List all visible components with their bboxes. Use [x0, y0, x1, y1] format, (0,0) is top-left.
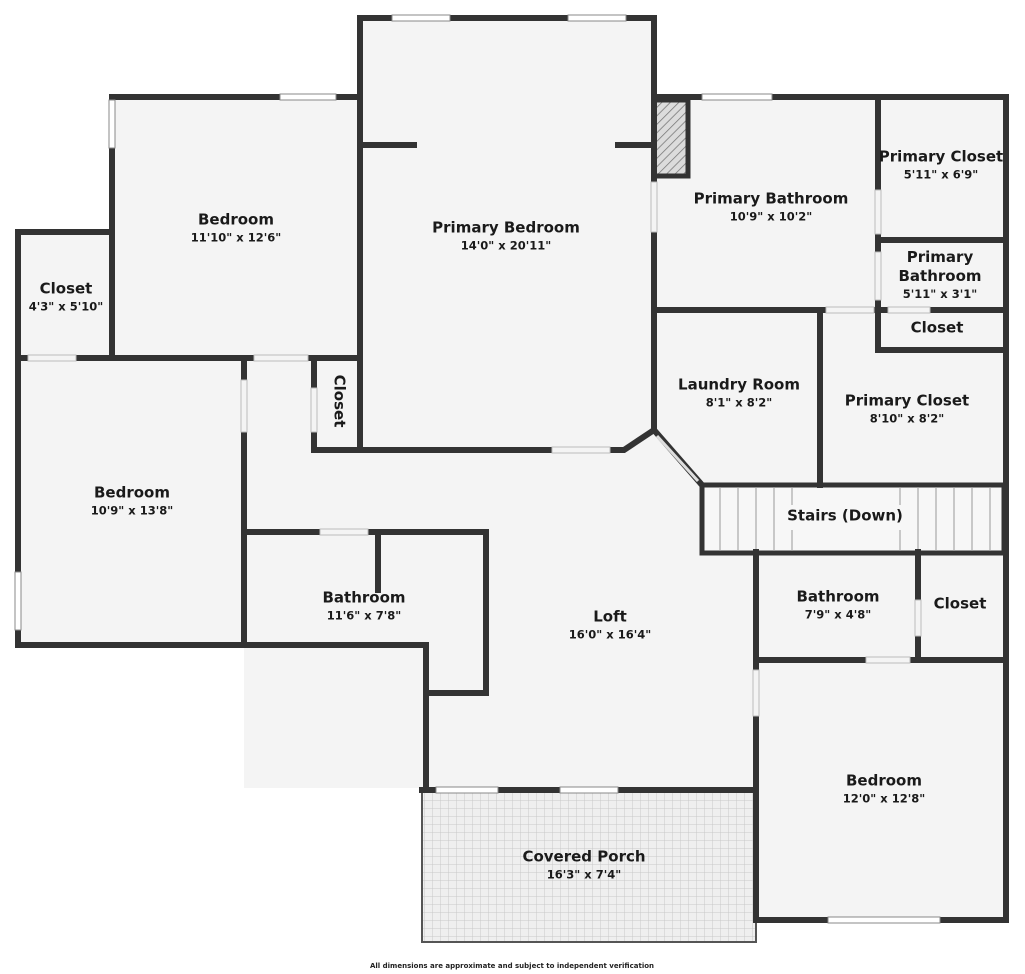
room-dimensions: 4'3" x 5'10": [28, 299, 104, 314]
room-dimensions: 10'9" x 13'8": [90, 503, 174, 518]
room-name: Bathroom: [322, 588, 406, 607]
porch-floor: [421, 789, 757, 943]
room-primary-bathroom-small: Primary Bathroom 5'11" x 3'1": [898, 248, 981, 302]
room-name: Bedroom: [846, 771, 922, 790]
room-dimensions: 11'6" x 7'8": [326, 608, 402, 623]
room-name: Loft: [593, 607, 627, 626]
room-name: Primary Bathroom: [693, 189, 849, 208]
room-name: Closet: [910, 318, 964, 337]
room-name: Closet: [330, 374, 349, 428]
chimney-hatch: [651, 97, 691, 179]
room-name-line1: Primary: [906, 248, 974, 266]
room-laundry: Laundry Room 8'1" x 8'2": [678, 376, 800, 411]
disclaimer-text: All dimensions are approximate and subje…: [369, 962, 655, 970]
room-dimensions: 5'11" x 3'1": [902, 287, 978, 301]
room-name: Covered Porch: [522, 847, 646, 866]
room-dimensions: 8'10" x 8'2": [869, 411, 945, 426]
room-dimensions: 7'9" x 4'8": [804, 607, 872, 622]
room-name: Bedroom: [198, 210, 274, 229]
room-closet-ne: Closet: [911, 319, 964, 338]
room-dimensions: 8'1" x 8'2": [705, 395, 773, 410]
room-dimensions: 16'0" x 16'4": [568, 627, 652, 642]
room-name: Laundry Room: [678, 375, 800, 394]
room-dimensions: 12'0" x 12'8": [842, 791, 926, 806]
room-dimensions: 5'11" x 6'9": [903, 167, 979, 182]
room-primary-closet-top: Primary Closet 5'11" x 6'9": [879, 148, 1003, 183]
room-dimensions: 16'3" x 7'4": [546, 867, 622, 882]
room-name: Stairs (Down): [787, 506, 903, 525]
room-name: Bathroom: [796, 587, 880, 606]
room-primary-bedroom: Primary Bedroom 14'0" x 20'11": [432, 219, 580, 254]
room-dimensions: 14'0" x 20'11": [460, 238, 552, 253]
room-bedroom-se: Bedroom 12'0" x 12'8": [843, 772, 925, 807]
windows: [14, 14, 941, 924]
room-bathroom-w: Bathroom 11'6" x 7'8": [322, 589, 405, 624]
room-name: Primary Closet: [878, 147, 1004, 166]
room-primary-bathroom: Primary Bathroom 10'9" x 10'2": [694, 190, 849, 225]
room-name: Closet: [933, 594, 987, 613]
room-name: Primary Bedroom: [432, 218, 580, 237]
room-closet-e: Closet: [934, 595, 987, 614]
room-bedroom-w: Bedroom 10'9" x 13'8": [91, 484, 173, 519]
room-primary-closet-mid: Primary Closet 8'10" x 8'2": [845, 392, 969, 427]
room-closet-small: Closet: [330, 375, 349, 428]
room-bedroom-nw: Bedroom 11'10" x 12'6": [191, 211, 281, 246]
door-opening-diagonal: [655, 434, 700, 483]
door-openings: [27, 181, 931, 717]
room-dimensions: 10'9" x 10'2": [729, 209, 813, 224]
floor-areas: [18, 18, 1006, 920]
room-stairs: Stairs (Down): [787, 507, 903, 526]
room-name: Primary Closet: [844, 391, 970, 410]
stairs: [699, 482, 1007, 556]
room-covered-porch: Covered Porch 16'3" x 7'4": [522, 848, 645, 883]
room-bathroom-e: Bathroom 7'9" x 4'8": [796, 588, 879, 623]
room-name: Bedroom: [94, 483, 170, 502]
room-loft: Loft 16'0" x 16'4": [569, 608, 651, 643]
room-closet-nw: Closet 4'3" x 5'10": [29, 280, 103, 315]
room-name: Closet: [39, 279, 93, 298]
room-name-line2: Bathroom: [898, 267, 982, 285]
room-dimensions: 11'10" x 12'6": [190, 230, 282, 245]
